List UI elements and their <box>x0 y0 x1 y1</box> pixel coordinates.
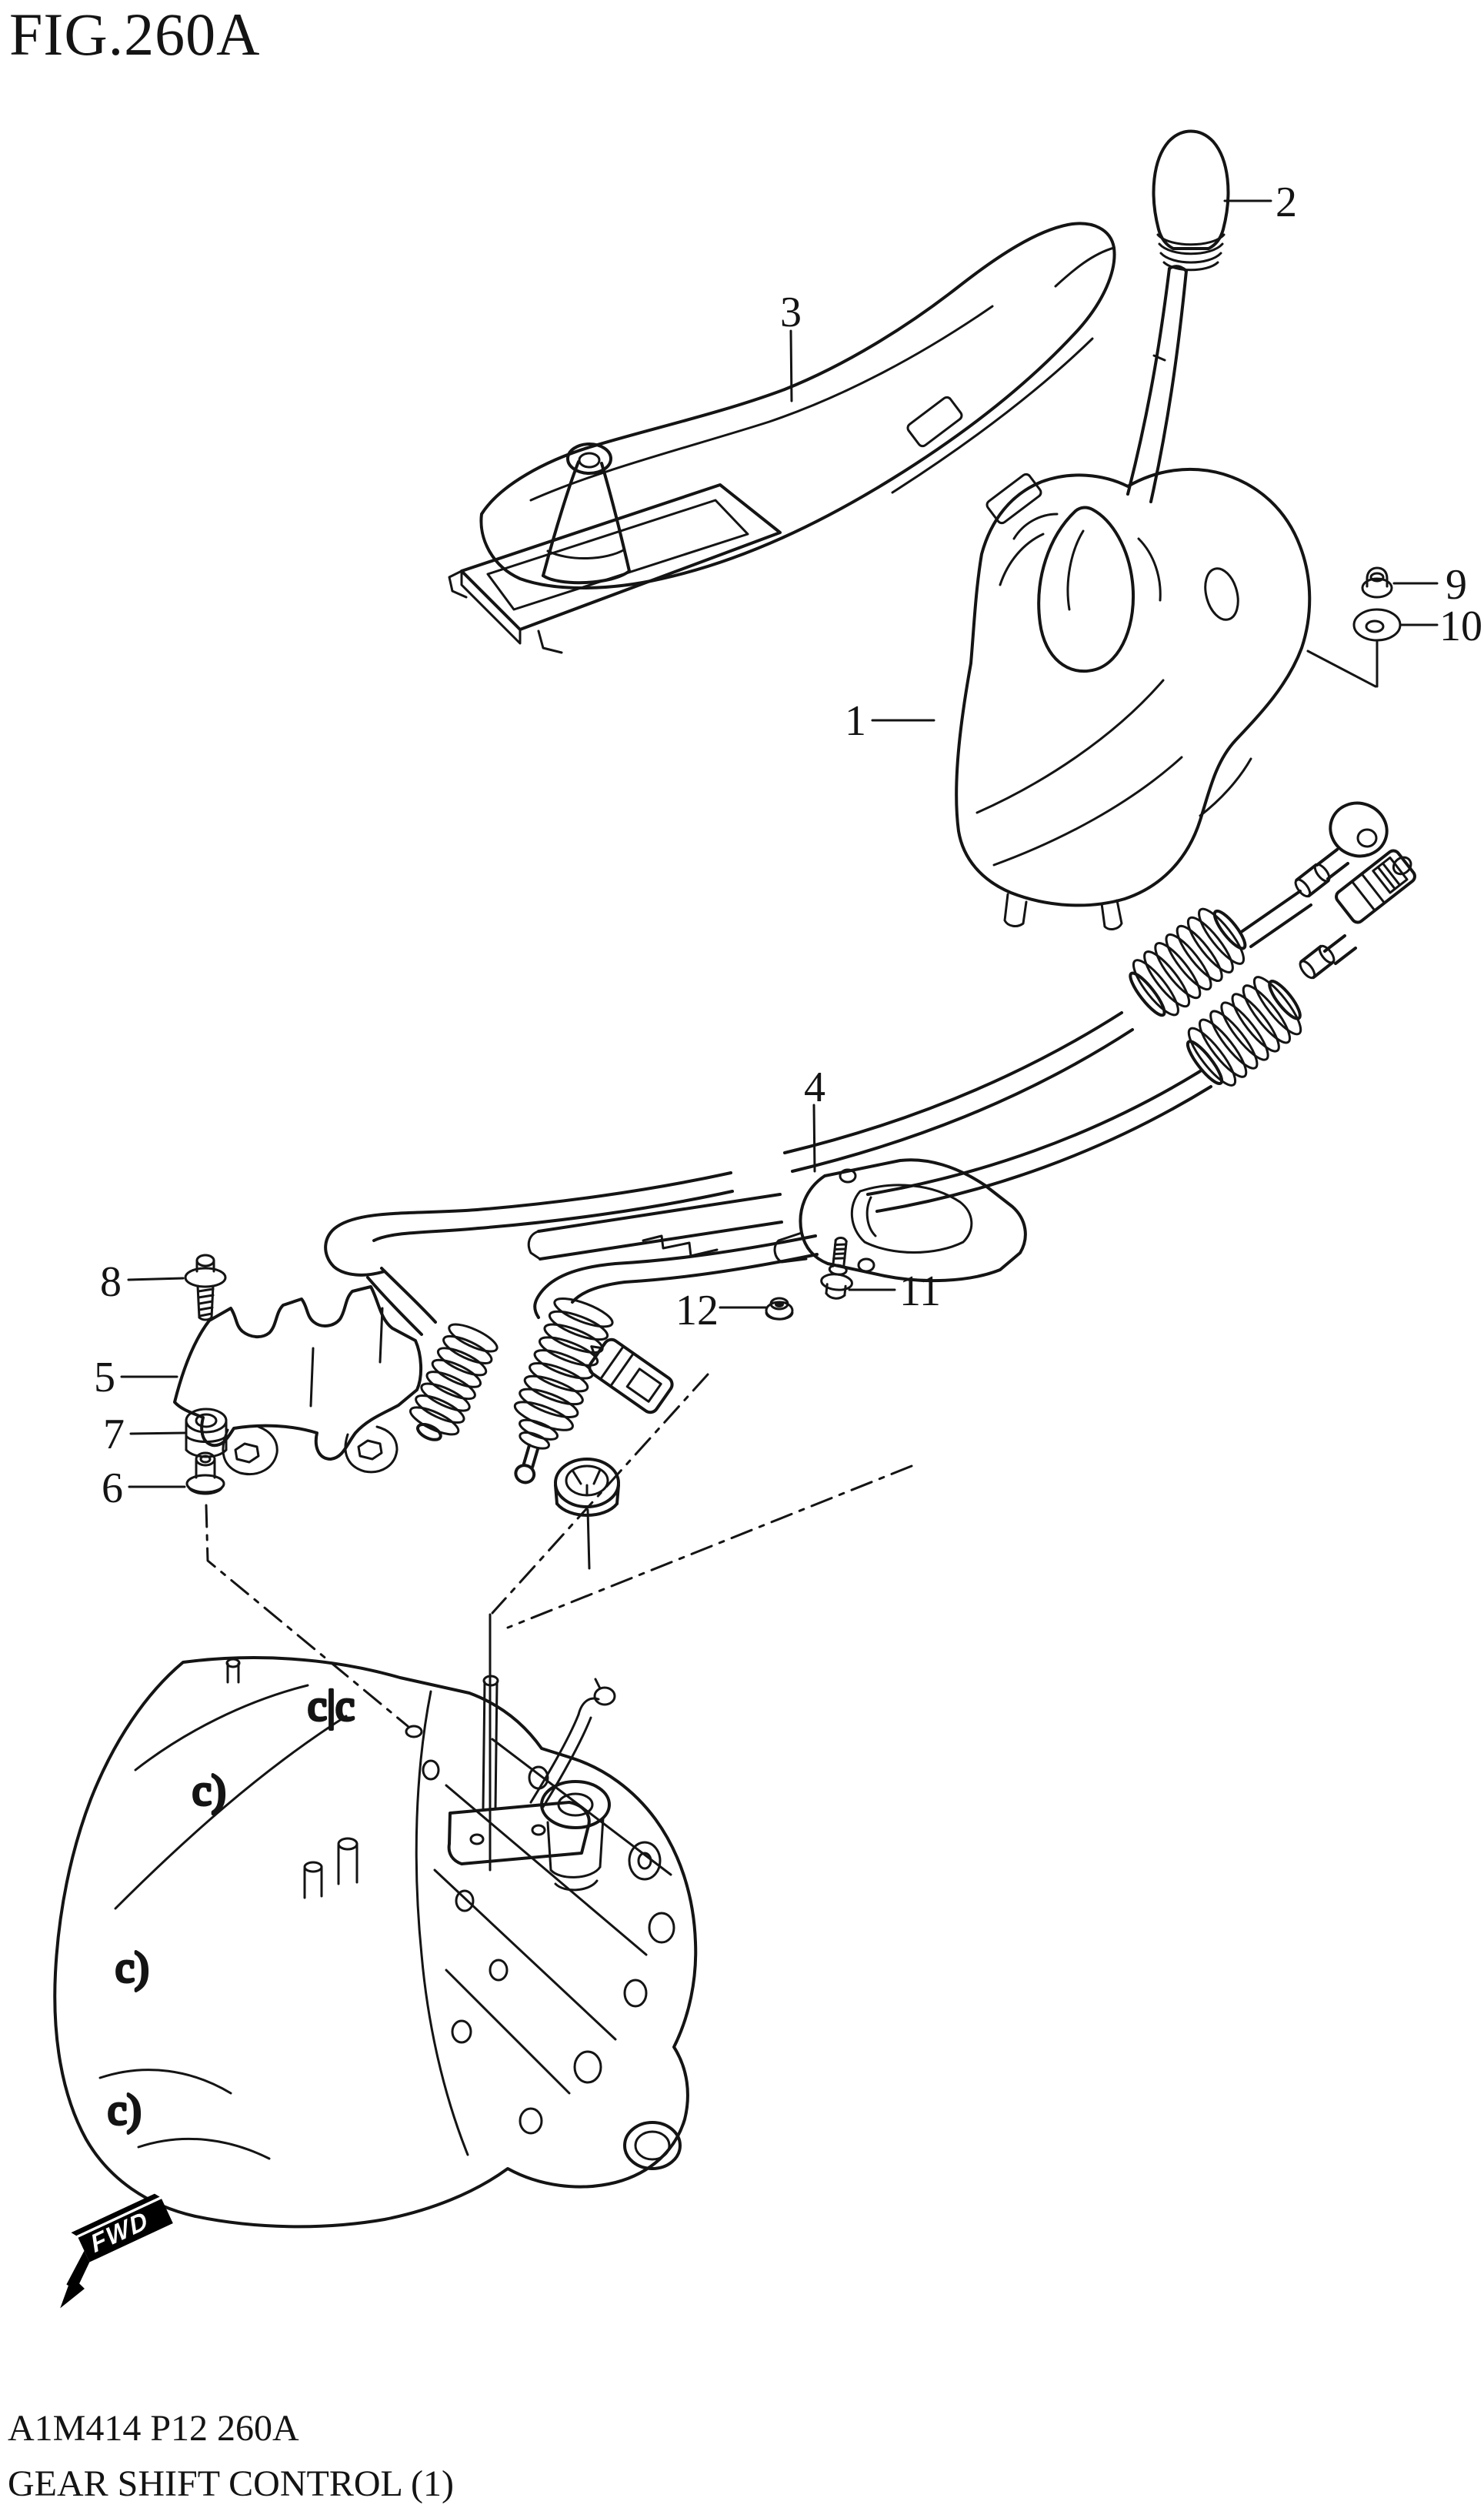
svg-text:c): c) <box>115 1944 149 1992</box>
fwd-direction-badge: FWD <box>60 2193 173 2309</box>
shifter-housing-drawing <box>955 467 1312 930</box>
part-label-2: 2 <box>1276 179 1297 226</box>
bushing-7-drawing <box>185 1408 228 1458</box>
part-label-5: 5 <box>94 1354 115 1401</box>
bolt-8-drawing <box>184 1254 227 1321</box>
fwd-arrowhead-icon <box>60 2276 85 2309</box>
part-label-8: 8 <box>100 1258 122 1306</box>
bracket-5-drawing <box>173 1285 423 1475</box>
svg-text:c): c) <box>192 1767 226 1815</box>
fwd-flag-top-edge <box>71 2193 162 2237</box>
part-label-7: 7 <box>103 1411 125 1458</box>
part-label-4: 4 <box>804 1064 825 1111</box>
transmission-drawing: c) c) c) c|c <box>53 1656 698 2229</box>
console-boot-assembly-drawing <box>448 222 1116 654</box>
figure-caption: GEAR SHIFT CONTROL (1) <box>8 2463 455 2504</box>
part-label-11: 11 <box>899 1267 941 1315</box>
svg-text:c|c: c|c <box>308 1682 355 1730</box>
part-label-6: 6 <box>102 1464 123 1512</box>
svg-text:c): c) <box>108 2086 142 2134</box>
part-labels: 1 2 3 4 5 6 7 8 9 10 11 12 <box>94 179 1482 1512</box>
bolt-11-drawing <box>820 1237 853 1300</box>
shift-lever-rod-drawing <box>1126 265 1188 503</box>
cable-assembly-drawing <box>324 801 1416 1517</box>
part-label-1: 1 <box>845 697 866 745</box>
nut-9-drawing <box>1361 566 1393 599</box>
fwd-flag-face <box>77 2197 173 2263</box>
part-label-9: 9 <box>1446 561 1467 609</box>
nut-12-drawing <box>765 1297 794 1321</box>
part-label-3: 3 <box>780 289 802 336</box>
leader-lines <box>120 199 1439 1872</box>
washer-10-drawing <box>1306 608 1402 688</box>
part-label-12: 12 <box>675 1287 719 1334</box>
pin-6-drawing <box>185 1451 225 1495</box>
shift-knob-drawing <box>1152 129 1230 272</box>
figure-code: A1M414 P12 260A <box>8 2408 299 2449</box>
figure-title: FIG.260A <box>9 1 261 68</box>
part-label-10: 10 <box>1439 603 1482 650</box>
